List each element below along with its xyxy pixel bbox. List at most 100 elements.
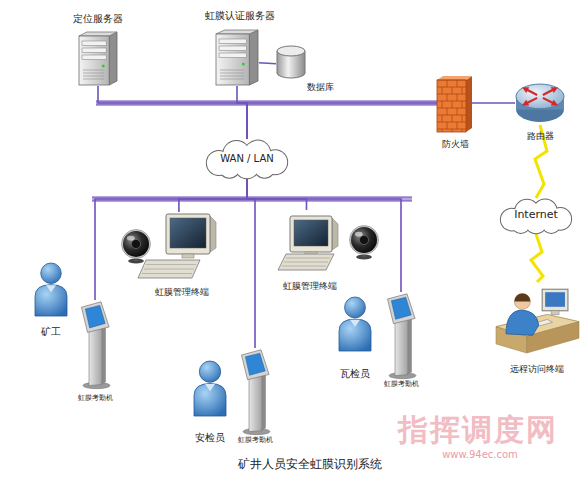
person-icon	[193, 360, 227, 416]
firewall-part	[462, 87, 463, 94]
firewall-part	[457, 108, 458, 115]
firewall-part	[437, 76, 472, 80]
node-label: 矿工	[21, 326, 81, 337]
server-part	[220, 76, 244, 77]
node-label: 虹膜管理终端	[137, 288, 227, 298]
kiosk-part	[408, 317, 412, 375]
remote-part	[514, 293, 530, 309]
router-part	[522, 100, 529, 106]
terminal-part	[290, 216, 332, 252]
person-part	[205, 384, 215, 391]
router-part	[551, 87, 558, 93]
kiosk-part	[262, 373, 266, 431]
node-label: 防火墙	[425, 140, 485, 150]
kiosk-part	[89, 325, 102, 385]
network-cloud: WAN / LAN	[203, 139, 291, 179]
server-part	[83, 79, 104, 80]
person-part	[339, 319, 371, 351]
figure-caption: 矿井人员安全虹膜识别系统	[200, 458, 420, 471]
person-node: 安检员	[193, 360, 227, 416]
firewall-part	[452, 87, 453, 94]
person-part	[345, 297, 366, 318]
firewall-node: 防火墙	[437, 74, 472, 132]
firewall-part	[447, 94, 448, 101]
server-part	[102, 65, 105, 68]
backbone-bus	[96, 101, 441, 106]
server-part	[79, 32, 117, 36]
kiosk-part	[391, 297, 411, 319]
terminal-part	[127, 236, 135, 241]
firewall-part	[457, 122, 458, 129]
terminal-part	[122, 230, 151, 259]
network-link	[472, 102, 515, 104]
terminal-part	[350, 226, 379, 255]
firewall-part	[462, 115, 463, 122]
remote-part	[545, 292, 565, 307]
firewall-part	[437, 129, 466, 130]
server-node: 定位服务器	[78, 30, 118, 86]
server-part	[220, 70, 244, 71]
router-part	[551, 100, 558, 106]
server-part	[220, 73, 244, 74]
db-part	[305, 51, 306, 73]
firewall-part	[437, 108, 466, 109]
kiosk-node: 虹膜考勤机	[80, 300, 110, 390]
node-label: 虹膜考勤机	[371, 381, 431, 389]
network-cloud: Internet	[498, 198, 574, 234]
network-link	[179, 179, 247, 212]
firewall-part	[447, 108, 448, 115]
network-link	[247, 179, 307, 210]
terminal-part	[284, 262, 328, 263]
kiosk-part	[82, 302, 110, 333]
terminal-part	[138, 260, 200, 278]
network-link	[95, 179, 247, 300]
firewall-part	[437, 122, 466, 123]
node-label: 虹膜认证服务器	[195, 10, 285, 21]
db-icon	[276, 45, 306, 79]
firewall-part	[462, 129, 463, 132]
server-part	[109, 32, 117, 85]
server-node: 虹膜认证服务器	[215, 28, 259, 86]
server-part	[82, 41, 106, 46]
firewall-part	[437, 94, 466, 95]
terminal-part	[182, 254, 194, 258]
terminal-part	[351, 227, 377, 253]
terminal-part	[142, 273, 192, 274]
db-part	[277, 51, 278, 73]
network-link	[98, 86, 247, 139]
server-icon	[215, 28, 259, 86]
remote-terminal-node: 远程访问终端	[494, 282, 580, 354]
terminal-part	[123, 231, 149, 257]
watermark-text: 指挥调度网	[378, 413, 578, 446]
firewall-part	[437, 115, 466, 116]
node-label: 安检员	[180, 432, 240, 443]
server-part	[82, 48, 106, 53]
terminal-part	[170, 218, 206, 248]
firewall-part	[466, 76, 472, 132]
kiosk-node: 虹膜考勤机	[240, 348, 270, 436]
terminal-part	[359, 235, 368, 244]
firewall-part	[447, 122, 448, 129]
firewall-part	[452, 101, 453, 108]
server-part	[79, 36, 109, 85]
firewall-part	[437, 87, 466, 88]
firewall-part	[462, 101, 463, 108]
firewall-part	[447, 80, 448, 87]
node-label: 虹膜考勤机	[65, 395, 125, 403]
terminal-part	[294, 220, 328, 246]
server-icon	[78, 30, 118, 86]
network-link	[247, 103, 437, 139]
kiosk-part	[85, 305, 105, 328]
wireless-link	[531, 234, 543, 282]
server-part	[242, 63, 245, 66]
terminal-icon	[120, 212, 215, 282]
watermark-url: www.94ec.com	[420, 449, 540, 460]
server-part	[220, 79, 244, 80]
kiosk-icon	[386, 292, 416, 380]
firewall-part	[452, 115, 453, 122]
terminal-node: 虹膜管理终端	[272, 210, 387, 272]
terminal-part	[282, 266, 326, 267]
terminal-part	[210, 216, 216, 252]
server-part	[219, 46, 246, 51]
node-label: Internet	[498, 209, 574, 221]
